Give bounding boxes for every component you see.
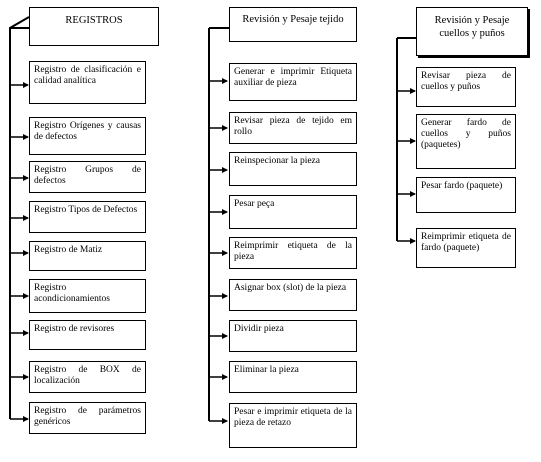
col1-item-9: Registro de parámetros genéricos	[29, 402, 146, 434]
col2-item-7: Dividir pieza	[229, 320, 357, 352]
col2-item-6: Asignar box (slot) de la pieza	[229, 279, 357, 311]
revision-cuellos-header: Revisión y Pesaje cuellos y puños	[416, 7, 528, 56]
col2-item-5: Reimprimir etiqueta de la pieza	[229, 237, 357, 269]
col1-item-2: Registro Orígenes y causas de defectos	[29, 117, 146, 155]
col1-item-4: Registro Tipos de Defectos	[29, 201, 146, 233]
col2-item-4: Pesar peça	[229, 195, 357, 229]
col1-item-8: Registro de BOX de localización	[29, 361, 146, 393]
col1-item-1: Registro de clasificación e calidad anal…	[29, 61, 146, 104]
col1-item-7: Registro de revisores	[29, 320, 146, 350]
col3-item-4: Reimprimir etiqueta de fardo (paquete)	[416, 228, 516, 268]
revision-tejido-header: Revisión y Pesaje tejido	[229, 7, 357, 42]
col2-item-2: Revisar pieza de tejido em rollo	[229, 112, 357, 144]
col3-item-3: Pesar fardo (paquete)	[416, 177, 516, 213]
col3-item-1: Revisar pieza de cuellos y puños	[416, 67, 516, 107]
col2-item-1: Generar e imprimir Etiqueta auxiliar de …	[229, 63, 357, 101]
col1-item-6: Registro acondicionamientos	[29, 279, 146, 313]
col3-item-2: Generar fardo de cuellos y puños (paquet…	[416, 114, 516, 169]
col2-item-9: Pesar e imprimir etiqueta de la pieza de…	[229, 403, 357, 448]
registros-header: REGISTROS	[29, 7, 159, 46]
col1-item-3: Registro Grupos de defectos	[29, 161, 146, 193]
col1-item-5: Registro de Matiz	[29, 241, 146, 271]
col2-item-8: Eliminar la pieza	[229, 361, 357, 393]
col2-item-3: Reinspecionar la pieza	[229, 152, 357, 186]
